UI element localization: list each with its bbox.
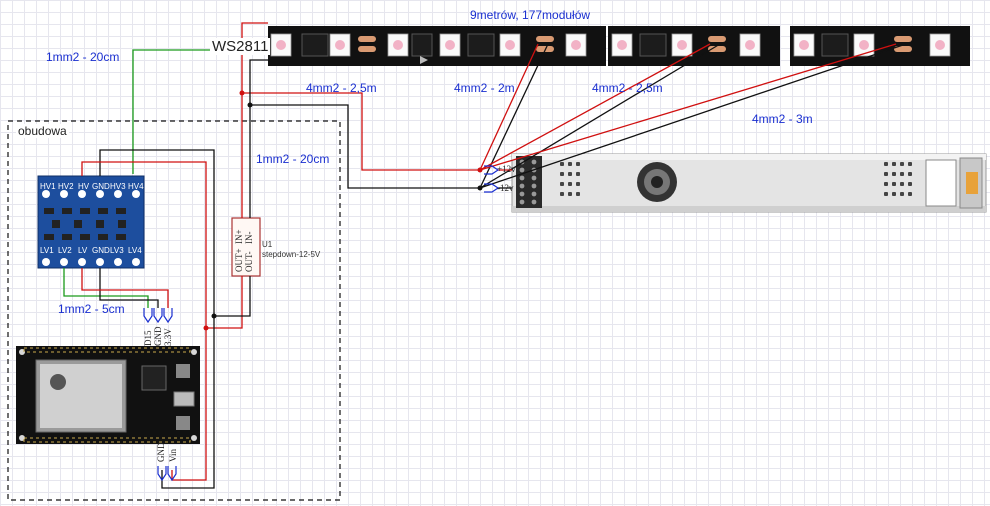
shifter-pin-lv4: LV4 bbox=[128, 246, 142, 255]
shifter-pin-lv1: LV1 bbox=[40, 246, 54, 255]
esp-power-vin: Vin bbox=[168, 449, 178, 462]
wire-label-feed-2: 4mm2 - 2m bbox=[454, 81, 515, 95]
wire-label-feed-3: 4mm2 - 2,5m bbox=[592, 81, 663, 95]
shifter-pin-lv2: LV2 bbox=[58, 246, 72, 255]
wire-label-stepdown-feed: 1mm2 - 20cm bbox=[256, 152, 330, 166]
psu-minus-12v: -12v bbox=[497, 183, 514, 193]
led-strip-segment-2 bbox=[436, 26, 606, 66]
wire-label-shifter-to-esp: 1mm2 - 5cm bbox=[58, 302, 125, 316]
shifter-pin-gnd-bottom: GND bbox=[92, 246, 110, 255]
stepdown-pin-out-minus: OUT- bbox=[244, 251, 254, 272]
shifter-pin-hv1: HV1 bbox=[40, 182, 56, 191]
shifter-pin-hv4: HV4 bbox=[128, 182, 144, 191]
esp-conn-d15: D15 bbox=[143, 330, 153, 347]
stepdown-module bbox=[231, 217, 261, 277]
strip-title: 9metrów, 177modułów bbox=[470, 8, 591, 22]
led-strip-segment-4 bbox=[790, 26, 970, 66]
shifter-pin-hv3: HV3 bbox=[110, 182, 126, 191]
shifter-pin-lv3: LV3 bbox=[110, 246, 124, 255]
level-shifter-board bbox=[37, 175, 145, 269]
shifter-pin-lv: LV bbox=[78, 246, 88, 255]
esp-power-gnd: GND bbox=[156, 442, 166, 463]
wire-label-green-data: 1mm2 - 20cm bbox=[46, 50, 120, 64]
shifter-pin-hv: HV bbox=[78, 182, 90, 191]
enclosure-outline bbox=[7, 120, 341, 501]
enclosure-label: obudowa bbox=[16, 124, 69, 138]
stepdown-name: stepdown-12-5V bbox=[262, 250, 321, 259]
shifter-pin-hv2: HV2 bbox=[58, 182, 74, 191]
wire-label-feed-1: 4mm2 - 2,5m bbox=[306, 81, 377, 95]
esp-conn-gnd: GND bbox=[153, 326, 163, 347]
strip-type-label: WS2811 bbox=[210, 38, 271, 55]
junction-dots bbox=[203, 90, 483, 331]
wire-label-feed-4: 4mm2 - 3m bbox=[752, 112, 813, 126]
psu-plus-12v: +12v bbox=[497, 164, 516, 174]
shifter-pin-gnd-top: GND bbox=[92, 182, 110, 191]
led-strip-segment-1 bbox=[268, 26, 436, 66]
stepdown-pin-out-plus: OUT+ bbox=[234, 248, 244, 272]
power-supply-12v bbox=[511, 153, 987, 213]
stepdown-ref: U1 bbox=[262, 240, 273, 249]
stepdown-pin-in-minus: IN- bbox=[244, 231, 254, 245]
connector-symbols bbox=[143, 165, 500, 482]
esp32-board bbox=[16, 346, 200, 444]
esp-conn-3v3: 3.3V bbox=[163, 328, 173, 346]
stepdown-pin-in-plus: IN+ bbox=[234, 229, 244, 244]
